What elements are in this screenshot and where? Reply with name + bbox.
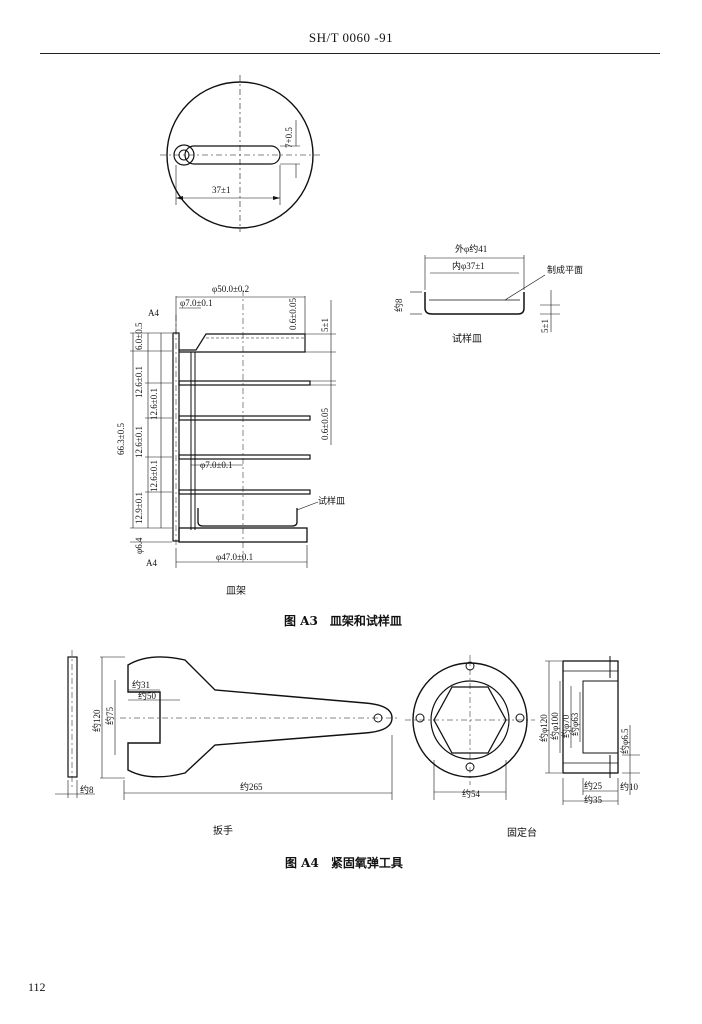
standard-code-header: SH/T 0060 -91 (308, 30, 394, 45)
dish-bottom-dim: 5±1 (540, 319, 550, 333)
wrench-d-mid: 约75 (104, 706, 115, 725)
dish-label: 试样皿 (452, 334, 482, 345)
rack-h6: 12.9±0.1 (134, 492, 144, 524)
rack-h-total: 66.3±0.5 (116, 423, 126, 455)
rack-dish-tag: 试样皿 (318, 495, 345, 506)
rack-thk2: 5±1 (320, 318, 330, 332)
rack-h5: 12.6±0.1 (149, 460, 159, 492)
fixture-hex: 约54 (462, 788, 481, 799)
dish-flat-note: 制成平面 (547, 264, 583, 275)
fixture-h3: 约35 (584, 794, 603, 805)
rack-h1: 6.0±0.5 (134, 322, 144, 350)
fixture-plan-view (405, 655, 535, 800)
fixture-section-view (545, 656, 640, 805)
fixture-d1: 约φ120 (538, 714, 549, 742)
fixture-h2: 约25 (584, 780, 603, 791)
wrench-label: 扳手 (213, 826, 233, 837)
rack-h2: 12.6±0.1 (134, 366, 144, 398)
fixture-hole: 约φ6.5 (619, 728, 630, 754)
fixture-h1: 约10 (620, 781, 639, 792)
rack-thk3: 0.6±0.05 (320, 408, 330, 440)
rack-top-dia: φ50.0±0.2 (212, 284, 249, 294)
figure-a4-caption: 图 A4 紧固氧弹工具 (285, 856, 403, 870)
fixture-d4: 约φ63 (569, 712, 580, 736)
rack-h4: 12.6±0.1 (134, 426, 144, 458)
dish-inner-dim: 内φ37±1 (452, 260, 485, 271)
slot-width-dim: 7+0.5 (284, 127, 294, 148)
wrench-w1: 约31 (132, 679, 150, 690)
fixture-label: 固定台 (507, 828, 537, 839)
rack-label: 皿架 (226, 586, 246, 597)
rack-base-dia: φ47.0±0.1 (216, 552, 253, 562)
rack-side-view (130, 290, 336, 568)
fixture-d3: 约φ70 (560, 714, 571, 738)
wrench-drawing (55, 650, 400, 800)
page-number: 112 (28, 980, 46, 994)
rack-h3: 12.6±0.1 (149, 388, 159, 420)
rack-thk1: 0.6±0.05 (288, 298, 298, 330)
rack-inner-dia: φ7.0±0.1 (200, 460, 233, 470)
dish-outer-dim: 外φ约41 (455, 243, 487, 254)
wrench-w2: 约50 (138, 690, 157, 701)
fixture-d2: 约φ100 (549, 712, 560, 740)
rack-rod-dia: φ7.0±0.1 (180, 298, 213, 308)
rack-top-view (160, 75, 320, 232)
rack-a4-bottom: A4 (146, 558, 157, 568)
slot-length-dim: 37±1 (212, 185, 230, 195)
wrench-len: 约265 (240, 781, 263, 792)
wrench-thk: 约8 (80, 784, 94, 795)
rack-base-dim: φ6.4 (134, 537, 144, 554)
rack-a4-top: A4 (148, 308, 159, 318)
sample-dish (410, 255, 560, 332)
header-rule (40, 53, 660, 54)
figure-a3-caption: 图 A3 皿架和试样皿 (284, 614, 402, 628)
dish-height-dim: 约8 (393, 298, 404, 312)
wrench-d-outer: 约120 (91, 709, 102, 732)
